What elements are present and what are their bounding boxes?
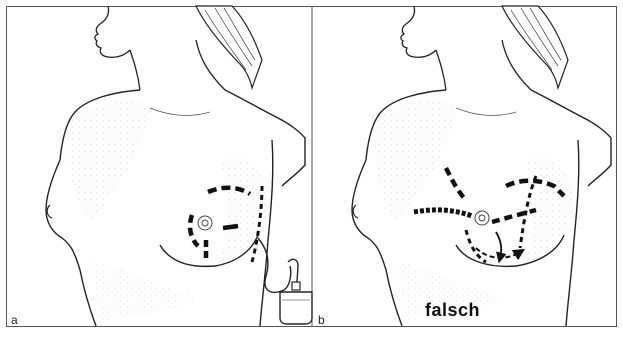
- panel-b-caption: falsch: [425, 300, 480, 321]
- panel-label-b: b: [318, 313, 325, 327]
- nipple-a: [202, 220, 208, 226]
- incision-short: [223, 226, 238, 228]
- panel-label-a: a: [11, 313, 18, 327]
